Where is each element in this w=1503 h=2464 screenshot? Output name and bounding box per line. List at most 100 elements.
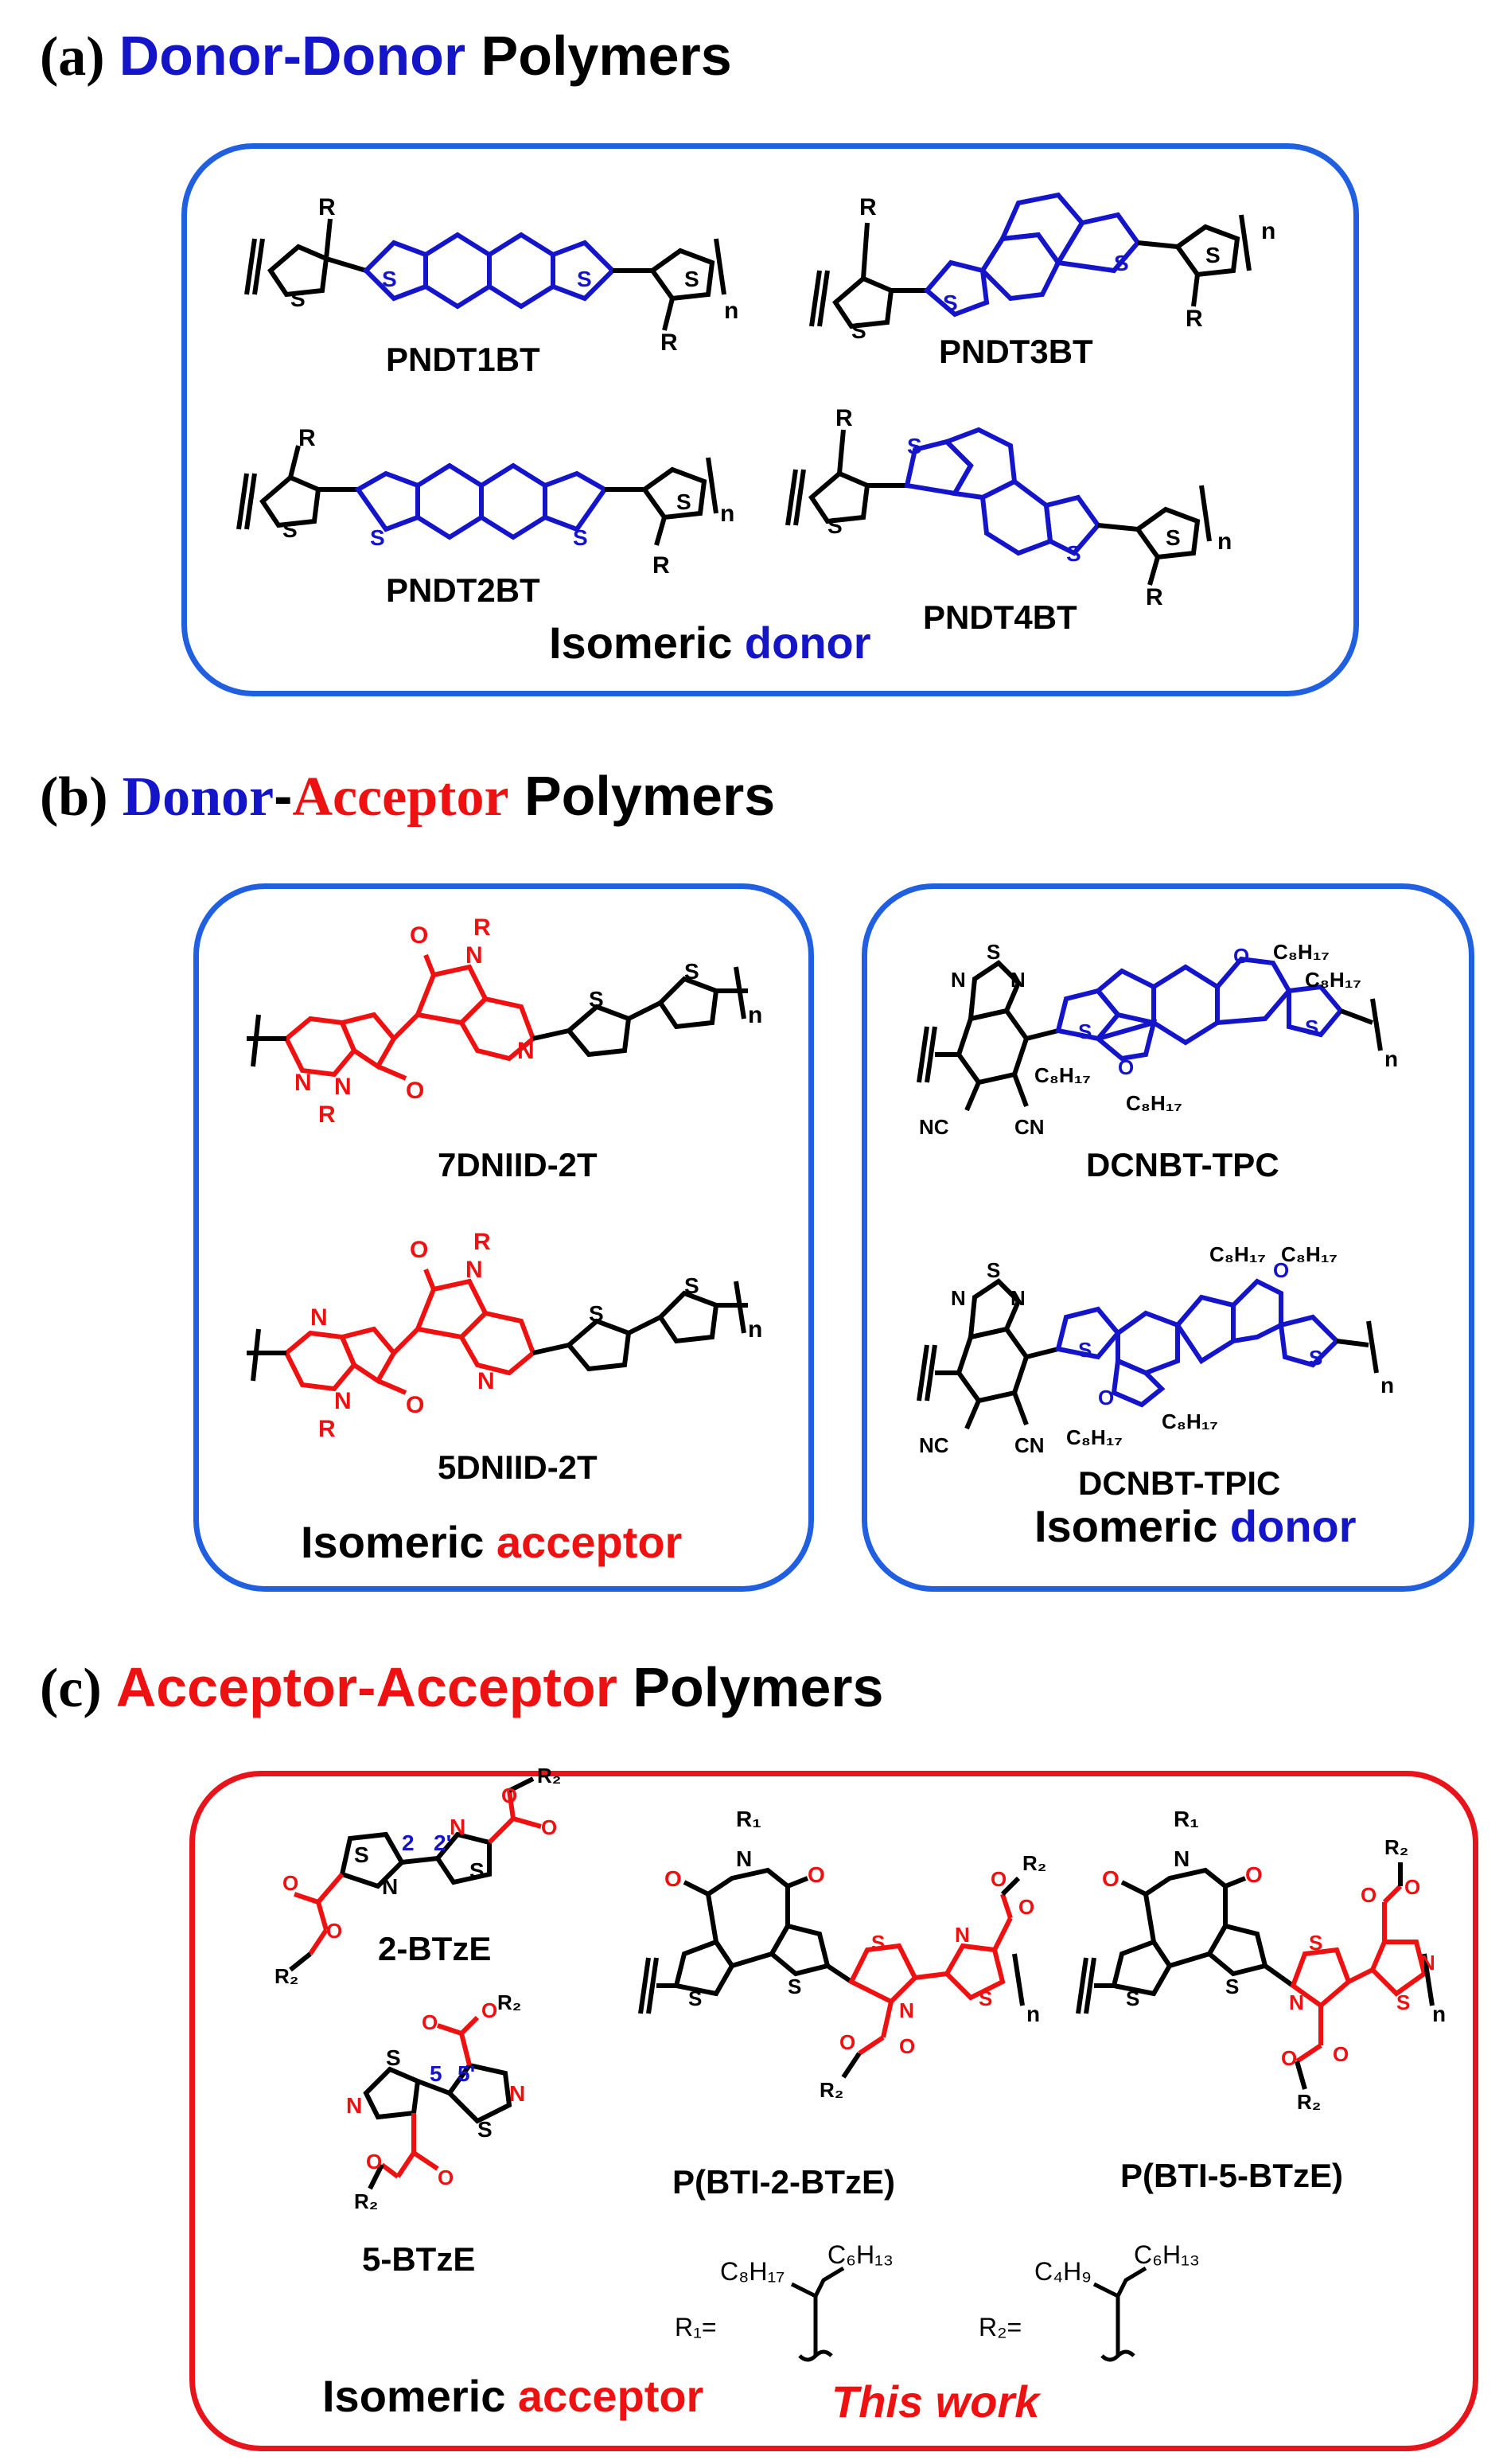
svg-text:S: S — [788, 1975, 801, 1998]
section-b-right-footer-word: Isomeric — [1034, 1501, 1218, 1551]
svg-text:S: S — [469, 1858, 485, 1883]
label-dcnbt-tpc: DCNBT-TPC — [1086, 1146, 1279, 1183]
svg-text:N: N — [951, 1286, 966, 1310]
pndt1bt-structure: R S S S S R n — [244, 194, 738, 356]
section-c-title: (c)Acceptor-Acceptor Polymers — [40, 1655, 883, 1721]
svg-text:O: O — [1333, 2042, 1349, 2066]
svg-text:S: S — [871, 1931, 885, 1955]
svg-text:O: O — [1281, 2046, 1297, 2070]
isomeric-donor-box — [862, 883, 1474, 1592]
svg-text:N: N — [477, 1368, 495, 1394]
section-a-title: (a)Donor-Donor Polymers — [40, 24, 732, 89]
svg-text:R₂: R₂ — [1022, 1851, 1046, 1875]
svg-text:S: S — [676, 489, 691, 514]
pndt2bt-structure: R S S S S R n — [236, 425, 734, 579]
section-a-footer-highlight: donor — [744, 618, 871, 668]
pndt3bt-structure: R S S S S R n — [809, 192, 1275, 343]
section-b-right-footer-highlight: donor — [1229, 1501, 1357, 1551]
r1-chain-b: C₆H₁₃ — [827, 2240, 894, 2269]
svg-text:S: S — [1396, 1990, 1410, 2014]
2-btze-structure: S N N S 2 2' O O O O R₂ R₂ — [275, 1764, 561, 1988]
section-c-suffix: Polymers — [633, 1656, 884, 1718]
svg-text:S: S — [979, 1986, 992, 2010]
section-b-prefix-acceptor: Acceptor — [292, 766, 509, 828]
svg-text:n: n — [748, 1316, 762, 1343]
this-work-label: This work — [831, 2376, 1040, 2427]
svg-text:R: R — [318, 194, 336, 220]
label-p-bti-5-btze: P(BTI-5-BTzE) — [1120, 2157, 1343, 2194]
section-b-left-footer-highlight: acceptor — [496, 1517, 683, 1567]
svg-text:C₈H₁₇: C₈H₁₇ — [1066, 1425, 1123, 1449]
svg-text:O: O — [481, 1998, 497, 2022]
svg-text:S: S — [1078, 1338, 1092, 1362]
svg-text:S: S — [907, 434, 922, 458]
svg-text:S: S — [1309, 1931, 1322, 1955]
label-pndt4bt: PNDT4BT — [923, 598, 1077, 636]
5-btze-structure: S N 5 5' N S O O O O R₂ R₂ — [346, 1990, 525, 2213]
svg-text:N: N — [955, 1923, 970, 1947]
section-c-footer: Isomeric acceptor — [322, 2370, 703, 2422]
svg-text:R: R — [1146, 584, 1163, 610]
5dniid-2t-structure: N O N R O N R N S S n — [247, 1229, 762, 1442]
svg-text:S: S — [589, 1301, 604, 1326]
svg-text:O: O — [808, 1862, 825, 1887]
svg-text:S: S — [477, 2117, 493, 2142]
svg-text:N: N — [465, 942, 483, 969]
label-pndt2bt: PNDT2BT — [386, 571, 540, 609]
label-7dniid-2t: 7DNIID-2T — [438, 1146, 598, 1183]
svg-text:R: R — [318, 1101, 336, 1128]
section-a-letter: (a) — [40, 26, 105, 88]
r1-branch — [790, 2266, 845, 2362]
r2-chain-b: C₆H₁₃ — [1134, 2240, 1200, 2269]
svg-text:N: N — [334, 1074, 352, 1100]
svg-text:R: R — [1186, 306, 1203, 332]
p-bti-5-btze-structure: R₁ N O O S S S N N S O O O O R₂ R₂ n — [1076, 1807, 1446, 2114]
section-b-left-footer-word: Isomeric — [301, 1517, 485, 1567]
section-b-title: (b)Donor-Acceptor Polymers — [40, 764, 775, 829]
svg-text:R: R — [835, 405, 853, 431]
svg-text:O: O — [366, 2150, 382, 2174]
svg-text:N: N — [294, 1070, 312, 1096]
svg-text:S: S — [589, 987, 604, 1012]
section-b-prefix-donor: Donor — [122, 766, 275, 828]
svg-text:N: N — [450, 1815, 465, 1839]
svg-text:N: N — [1289, 1990, 1304, 2014]
svg-text:R₂: R₂ — [537, 1764, 561, 1788]
svg-text:O: O — [1273, 1258, 1289, 1282]
r2-branch — [1092, 2266, 1147, 2362]
svg-text:S: S — [987, 1258, 1000, 1282]
svg-text:n: n — [1380, 1373, 1394, 1398]
svg-text:S: S — [1078, 1020, 1092, 1043]
r2-chain-a: C₄H₉ — [1034, 2257, 1092, 2286]
svg-text:N: N — [465, 1257, 483, 1283]
svg-text:n: n — [1026, 2002, 1040, 2026]
svg-text:N: N — [1010, 1286, 1026, 1310]
svg-text:O: O — [282, 1871, 298, 1895]
svg-text:CN: CN — [1014, 1115, 1045, 1139]
svg-text:O: O — [1361, 1883, 1376, 1907]
p-bti-2-btze-structure: R₁ N O O S S S N N S O O O O R₂ R₂ n — [638, 1807, 1046, 2102]
section-b-prefix-dash: - — [274, 765, 293, 827]
isomeric-acceptor-box — [193, 883, 814, 1592]
svg-text:2': 2' — [434, 1830, 451, 1855]
svg-text:R₁: R₁ — [736, 1807, 761, 1831]
acceptor-acceptor-box — [189, 1771, 1478, 2451]
svg-text:N: N — [899, 1998, 914, 2022]
section-a-footer-word: Isomeric — [549, 618, 733, 668]
svg-text:O: O — [422, 2010, 438, 2034]
svg-text:O: O — [1233, 944, 1249, 968]
section-c-footer-highlight: acceptor — [517, 2371, 704, 2421]
7dniid-2t-structure: N O N R O N R N S S n — [247, 914, 762, 1128]
svg-text:C₈H₁₇: C₈H₁₇ — [1273, 940, 1330, 964]
svg-text:N: N — [1174, 1846, 1190, 1871]
svg-text:n: n — [1384, 1047, 1398, 1071]
svg-text:R₂: R₂ — [1384, 1835, 1408, 1859]
svg-text:R: R — [473, 1229, 491, 1255]
svg-text:S: S — [1166, 525, 1181, 550]
svg-text:S: S — [573, 525, 588, 550]
svg-text:C₈H₁₇: C₈H₁₇ — [1209, 1242, 1266, 1266]
r1-chain-a: C₈H₁₇ — [720, 2257, 785, 2286]
svg-text:S: S — [688, 1986, 702, 2010]
svg-text:R: R — [318, 1416, 336, 1442]
svg-text:S: S — [290, 287, 306, 311]
